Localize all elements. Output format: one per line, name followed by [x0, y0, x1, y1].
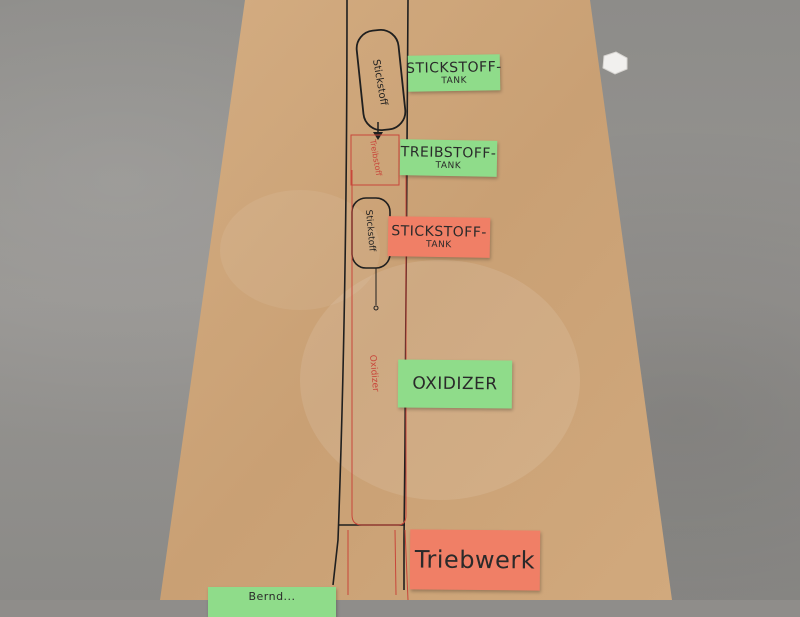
flow-arrow-dot	[373, 305, 379, 311]
oxidizer-tank-shape	[351, 170, 407, 526]
propellant-tank-shape	[350, 134, 400, 186]
note-subtitle: TANK	[435, 160, 462, 171]
note-title: Triebwerk	[414, 545, 536, 575]
sticky-note-stickstoff-tank-top: STICKSTOFF- TANK	[405, 54, 502, 92]
sticky-note-treibstoff-tank: TREIBSTOFF- TANK	[399, 139, 498, 177]
hexagon-sticker	[602, 51, 628, 75]
upper-nitrogen-tank-shape	[355, 28, 407, 132]
note-title: TREIBSTOFF-	[400, 143, 497, 162]
note-subtitle: TANK	[441, 75, 468, 86]
note-title: Bernd...	[248, 590, 296, 603]
note-title: STICKSTOFF-	[405, 58, 502, 77]
sticky-note-bottom-partial: Bernd...	[208, 587, 336, 617]
engine-line	[404, 529, 409, 600]
rocket-body-left-line	[332, 0, 348, 586]
paper-glare	[220, 190, 380, 310]
sticky-note-stickstoff-tank-lower: STICKSTOFF- TANK	[387, 216, 491, 258]
scene-drawing: Stickstoff Treibstoff Stickstoff Oxidize…	[160, 0, 672, 600]
note-title: OXIDIZER	[412, 373, 498, 394]
brown-paper-sheet	[160, 0, 672, 600]
flow-arrow-head	[373, 132, 383, 140]
sticky-note-oxidizer: OXIDIZER	[397, 359, 513, 409]
lower-nitrogen-tank-label: Stickstoff	[363, 209, 377, 252]
sticky-note-triebwerk: Triebwerk	[409, 529, 541, 591]
note-title: STICKSTOFF-	[391, 222, 488, 241]
engine-line	[394, 529, 397, 596]
oxidizer-red-label: Oxidizer	[367, 354, 380, 392]
note-subtitle: TANK	[425, 239, 452, 250]
